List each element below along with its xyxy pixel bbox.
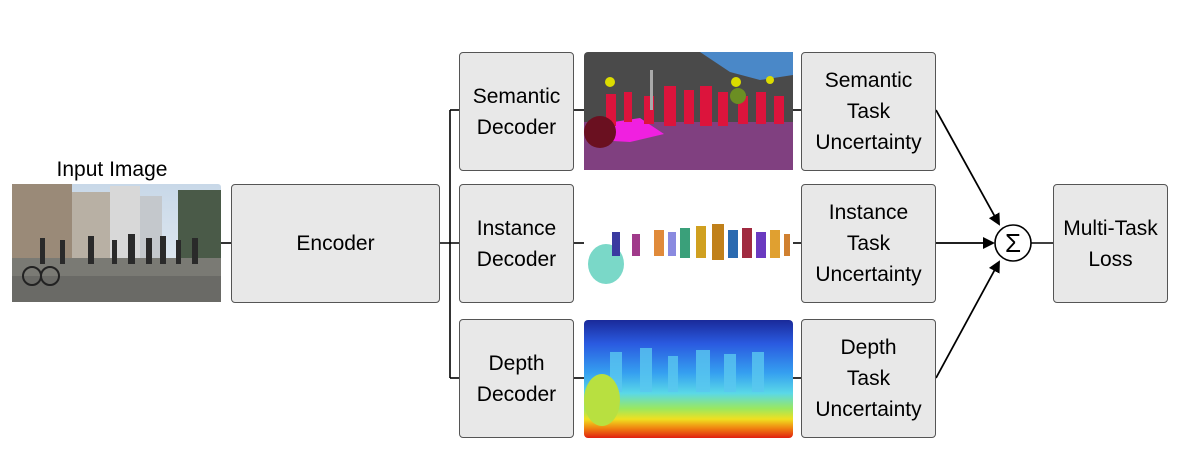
encoder-box: Encoder: [231, 184, 440, 303]
input-image: [12, 184, 221, 302]
depth-uncertainty-line2: Task: [846, 367, 891, 390]
multi-task-loss-line2: Loss: [1088, 247, 1133, 271]
semantic-decoder-line2: Decoder: [476, 115, 557, 139]
semantic-uncertainty-line3: Uncertainty: [815, 131, 922, 154]
semantic-uncertainty-line1: Semantic: [824, 69, 913, 92]
depth-uncertainty-box: Depth Task Uncertainty: [801, 319, 936, 438]
instance-output-image: [584, 186, 793, 304]
sum-node: [994, 224, 1032, 262]
multi-task-loss-line1: Multi-Task: [1063, 216, 1158, 240]
input-image-label: Input Image: [56, 158, 168, 181]
sum-symbol: Σ: [1005, 228, 1021, 258]
depth-decoder-line1: Depth: [488, 351, 545, 375]
instance-decoder-line1: Instance: [476, 216, 557, 240]
multi-task-loss-box: Multi-Task Loss: [1053, 184, 1168, 303]
semantic-decoder-box: Semantic Decoder: [459, 52, 574, 171]
depth-decoder-box: Depth Decoder: [459, 319, 574, 438]
semantic-uncertainty-line2: Task: [846, 100, 891, 123]
encoder-label: Encoder: [296, 232, 375, 255]
instance-uncertainty-line1: Instance: [828, 201, 909, 224]
semantic-decoder-line1: Semantic: [472, 84, 561, 108]
depth-output-image: [584, 320, 793, 438]
instance-decoder-line2: Decoder: [476, 247, 557, 271]
instance-decoder-box: Instance Decoder: [459, 184, 574, 303]
instance-uncertainty-line2: Task: [846, 232, 891, 255]
depth-uncertainty-line1: Depth: [840, 336, 897, 359]
arrows-to-sum: [935, 109, 1000, 379]
depth-uncertainty-line3: Uncertainty: [815, 398, 922, 421]
instance-uncertainty-box: Instance Task Uncertainty: [801, 184, 936, 303]
depth-decoder-line2: Decoder: [476, 382, 557, 406]
semantic-output-image: [584, 52, 793, 170]
instance-uncertainty-line3: Uncertainty: [815, 263, 922, 286]
semantic-uncertainty-box: Semantic Task Uncertainty: [801, 52, 936, 171]
